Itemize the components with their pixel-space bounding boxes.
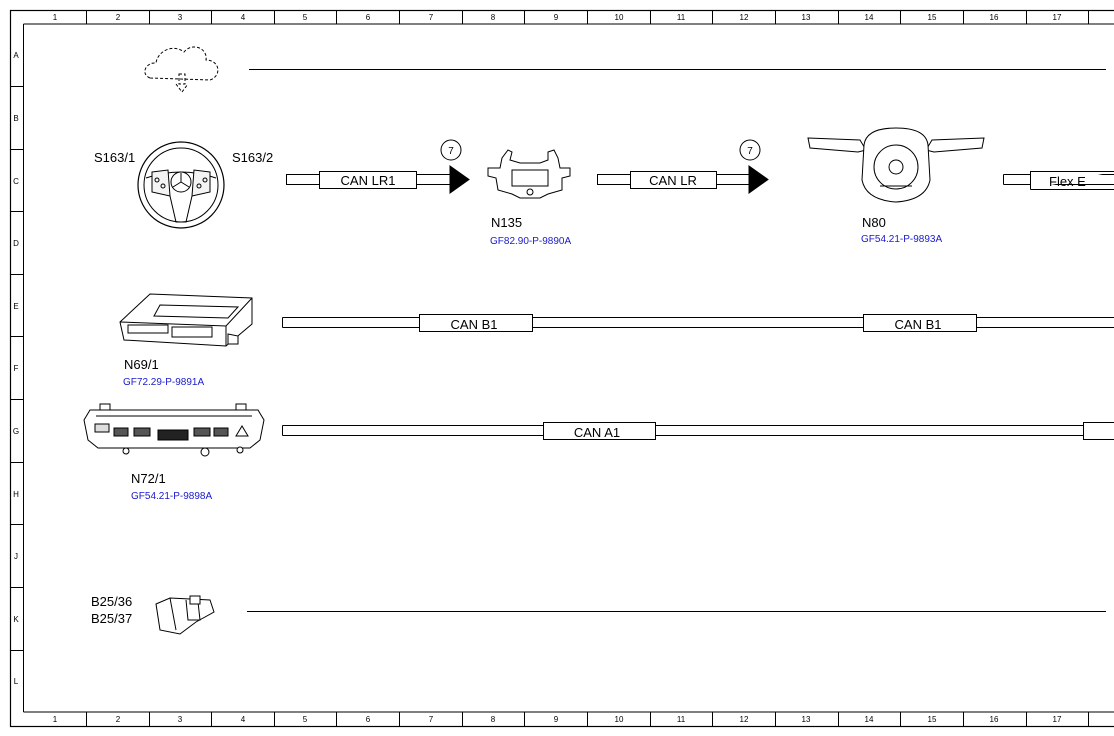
b25-37-label: B25/37: [91, 611, 132, 626]
col-num-bottom-5: 5: [303, 715, 308, 724]
col-num-12: 12: [740, 13, 749, 22]
row-letter-j: J: [14, 552, 18, 561]
sensor-icon[interactable]: [155, 595, 215, 635]
can-lr-bus: [597, 165, 769, 194]
col-num-bottom-8: 8: [491, 715, 496, 724]
row-letter-h: H: [13, 490, 19, 499]
s163-2-label: S163/2: [232, 150, 273, 165]
col-num-bottom-7: 7: [429, 715, 434, 724]
row-letter-b: B: [13, 114, 18, 123]
col-num-bottom-14: 14: [865, 715, 874, 724]
col-num-15: 15: [928, 13, 937, 22]
col-num-5: 5: [303, 13, 308, 22]
col-num-bottom-11: 11: [677, 715, 686, 724]
row-letter-k: K: [13, 615, 19, 624]
can-b1-bus: [282, 314, 1114, 332]
row-letter-g: G: [13, 427, 19, 436]
cloud-download-icon[interactable]: [144, 46, 219, 93]
n69-1-ref-link[interactable]: GF72.29-P-9891A: [123, 377, 204, 388]
col-num-6: 6: [366, 13, 371, 22]
col-num-3: 3: [178, 13, 183, 22]
col-num-16: 16: [990, 13, 999, 22]
col-num-13: 13: [802, 13, 811, 22]
n72-1-ref-link[interactable]: GF54.21-P-9898A: [131, 491, 212, 502]
col-num-10: 10: [615, 13, 624, 22]
col-num-14: 14: [865, 13, 874, 22]
col-num-9: 9: [554, 13, 559, 22]
col-num-bottom-10: 10: [615, 715, 624, 724]
n72-1-label: N72/1: [131, 471, 166, 486]
can-lr-label: CAN LR: [649, 173, 697, 188]
col-num-bottom-9: 9: [554, 715, 559, 724]
connector-7-circle-2[interactable]: [739, 139, 761, 161]
can-b1-label-1: CAN B1: [451, 317, 498, 332]
column-ruler-bottom: [86, 712, 1089, 727]
col-num-bottom-4: 4: [241, 715, 246, 724]
col-num-11: 11: [677, 13, 686, 22]
connector-7-label-1: 7: [448, 146, 454, 157]
can-lr1-bus: [286, 165, 470, 194]
row-letter-d: D: [13, 239, 19, 248]
col-num-4: 4: [241, 13, 246, 22]
flex-e-label: Flex E: [1049, 174, 1086, 189]
col-num-bottom-12: 12: [740, 715, 749, 724]
col-num-8: 8: [491, 13, 496, 22]
column-ruler-top: [86, 10, 1089, 24]
row-ruler: [10, 86, 23, 651]
n135-ref-link[interactable]: GF82.90-P-9890A: [490, 236, 571, 247]
n80-ref-link[interactable]: GF54.21-P-9893A: [861, 234, 942, 245]
can-a1-label: CAN A1: [574, 425, 620, 440]
col-num-17: 17: [1053, 13, 1062, 22]
col-num-1: 1: [53, 13, 58, 22]
flex-e-bus: [1003, 171, 1114, 190]
col-num-bottom-6: 6: [366, 715, 371, 724]
col-num-bottom-17: 17: [1053, 715, 1062, 724]
col-num-bottom-13: 13: [802, 715, 811, 724]
connector-7-circle-1[interactable]: [440, 139, 462, 161]
n80-label: N80: [862, 215, 886, 230]
row-letter-l: L: [14, 677, 19, 686]
row-letter-a: A: [13, 51, 19, 60]
steering-wheel-icon[interactable]: [137, 141, 225, 229]
col-num-bottom-3: 3: [178, 715, 183, 724]
col-num-7: 7: [429, 13, 434, 22]
col-num-bottom-15: 15: [928, 715, 937, 724]
col-num-bottom-1: 1: [53, 715, 58, 724]
col-num-bottom-16: 16: [990, 715, 999, 724]
n69-1-label: N69/1: [124, 357, 159, 372]
can-a1-bus: [282, 422, 1114, 440]
control-panel-icon[interactable]: [83, 403, 265, 457]
n135-label: N135: [491, 215, 522, 230]
b25-36-label: B25/36: [91, 594, 132, 609]
row-letter-e: E: [13, 302, 18, 311]
column-switch-icon[interactable]: [487, 149, 571, 199]
can-lr1-label: CAN LR1: [341, 173, 396, 188]
col-num-bottom-2: 2: [116, 715, 121, 724]
s163-1-label: S163/1: [94, 150, 135, 165]
sheet-frame: [9, 9, 1114, 728]
col-num-2: 2: [116, 13, 121, 22]
can-b1-label-2: CAN B1: [895, 317, 942, 332]
connector-7-label-2: 7: [747, 146, 753, 157]
ecu-module-icon[interactable]: [119, 293, 253, 347]
row-letter-c: C: [13, 177, 19, 186]
row-letter-f: F: [14, 364, 19, 373]
column-switch-n80-icon[interactable]: [807, 127, 985, 203]
